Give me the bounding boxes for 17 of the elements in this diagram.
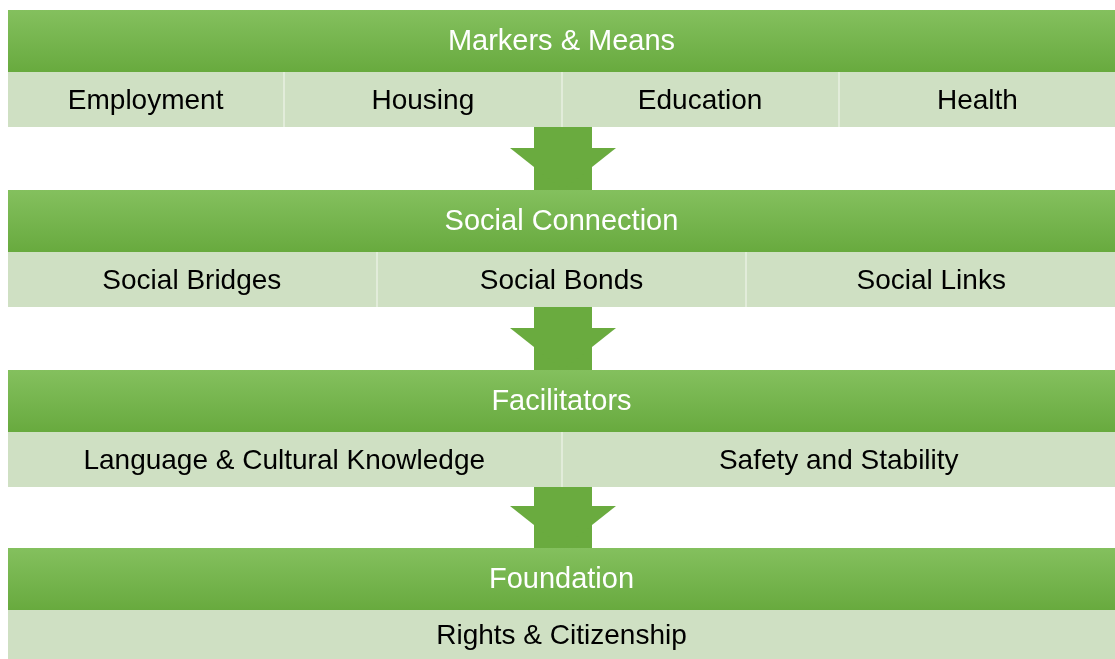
category-cell: Employment	[8, 72, 284, 127]
section-header: Markers & Means	[8, 10, 1115, 72]
section-header: Foundation	[8, 548, 1115, 610]
block-arrow	[510, 127, 616, 190]
category-cell: Rights & Citizenship	[8, 610, 1115, 659]
category-cell: Housing	[283, 72, 561, 127]
category-cell: Health	[837, 72, 1115, 127]
category-cell: Social Bridges	[8, 252, 376, 307]
section-header: Social Connection	[8, 190, 1115, 252]
category-cell: Education	[560, 72, 838, 127]
category-cell: Language & Cultural Knowledge	[8, 432, 561, 487]
category-cell: Social Bonds	[375, 252, 746, 307]
category-cell: Social Links	[745, 252, 1115, 307]
category-cell: Safety and Stability	[560, 432, 1115, 487]
section-header: Facilitators	[8, 370, 1115, 432]
block-arrow	[510, 307, 616, 370]
block-arrow	[510, 487, 616, 548]
